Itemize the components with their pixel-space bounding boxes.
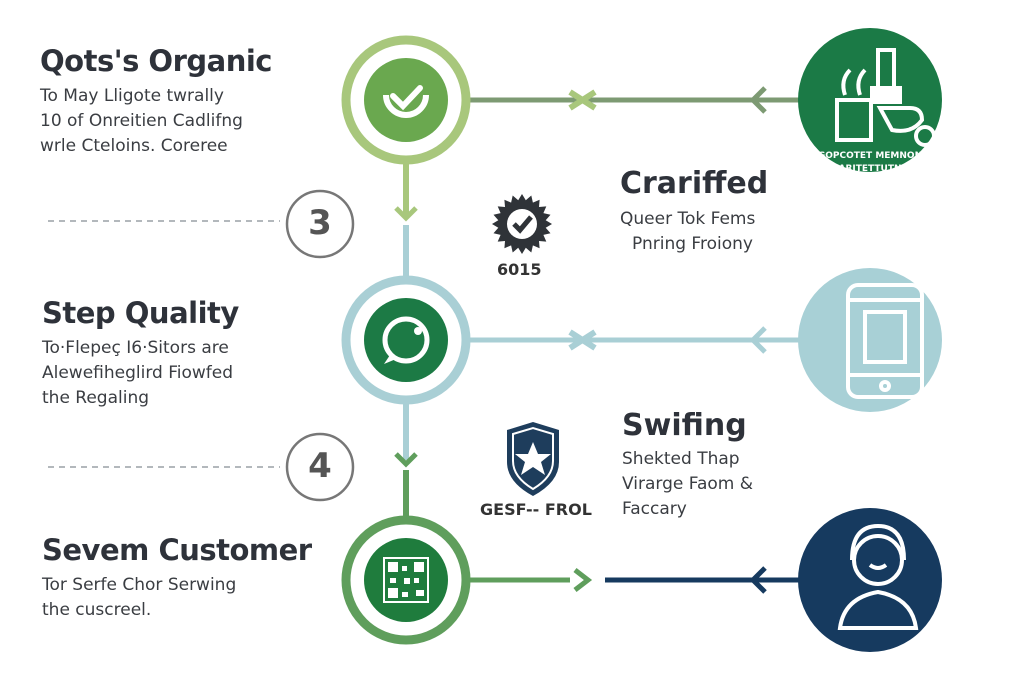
cross-icon: [568, 329, 597, 351]
sourcing-badge-line: ARITETTUTN: [838, 164, 902, 174]
step-1-block: Qots's Organic To May Lligote twrally 10…: [40, 44, 273, 159]
arrow-left-icon: [749, 566, 767, 594]
arrow-right-icon: [573, 568, 593, 592]
step-1-line: 10 of Onreitien Cadlifng: [40, 111, 243, 131]
step-marker-3: [285, 189, 355, 259]
arrow-down-icon: [394, 206, 418, 222]
step-3-title: Sevem Customer: [42, 533, 312, 567]
callout-line: Queer Tok Fems: [620, 209, 756, 229]
chat-bubble-icon: [382, 316, 430, 364]
check-smile-icon: [383, 85, 429, 118]
callout-line: Virarge Faom &: [622, 474, 753, 494]
callout-line: Pnring Froiony: [632, 234, 753, 254]
sourcing-badge-text: GOPCOTET MEMNON ARITETTUTN: [815, 150, 925, 176]
shield-badge-label: GESF-- FROL: [480, 500, 592, 519]
arrow-left-icon: [749, 86, 767, 114]
callout-line: Shekted Thap: [622, 449, 740, 469]
arrow-left-icon: [749, 326, 767, 354]
step-2-line: To·Flepeç I6·Sitors are: [42, 338, 229, 358]
certified-badge-label: 6015: [497, 260, 542, 279]
step-2-block: Step Quality To·Flepeç I6·Sitors are Ale…: [42, 296, 239, 411]
step-3-block: Sevem Customer Tor Serfe Chor Serwing th…: [42, 533, 312, 623]
cross-icon: [568, 89, 597, 111]
step-3-line: the cuscreel.: [42, 600, 152, 620]
step-2-circle: [364, 298, 448, 382]
step-1-line: To May Lligote twrally: [40, 86, 224, 106]
step-marker-4-label: 4: [308, 446, 332, 486]
farm-equipment-icon: [835, 48, 936, 147]
customer-support-icon: [837, 523, 919, 630]
callout-certified: Crariffed Queer Tok Fems Pnring Froiony: [620, 166, 768, 257]
step-1-line: wrle Cteloins. Coreree: [40, 136, 228, 156]
customer-circle: [798, 508, 942, 652]
arrow-down-icon: [394, 452, 418, 468]
step-2-line: the Regaling: [42, 388, 150, 408]
callout-title: Crariffed: [620, 166, 769, 201]
certified-seal-icon: [492, 194, 552, 254]
shield-star-icon: [507, 422, 559, 496]
callout-swifing: Swifing Shekted Thap Virarge Faom & Facc…: [622, 408, 753, 522]
step-2-title: Step Quality: [42, 296, 239, 330]
step-marker-4: [285, 432, 355, 502]
sourcing-badge-line: GOPCOTET MEMNON: [817, 151, 923, 161]
phone-scan-icon: [846, 283, 924, 399]
step-marker-3-label: 3: [308, 203, 332, 243]
step-3-line: Tor Serfe Chor Serwing: [42, 575, 237, 595]
qr-code-icon: [383, 557, 429, 603]
step-2-line: Alewefiheglird Fiowfed: [42, 363, 234, 383]
callout-title: Swifing: [622, 408, 747, 443]
step-1-title: Qots's Organic: [40, 44, 273, 78]
callout-line: Faccary: [622, 499, 687, 519]
